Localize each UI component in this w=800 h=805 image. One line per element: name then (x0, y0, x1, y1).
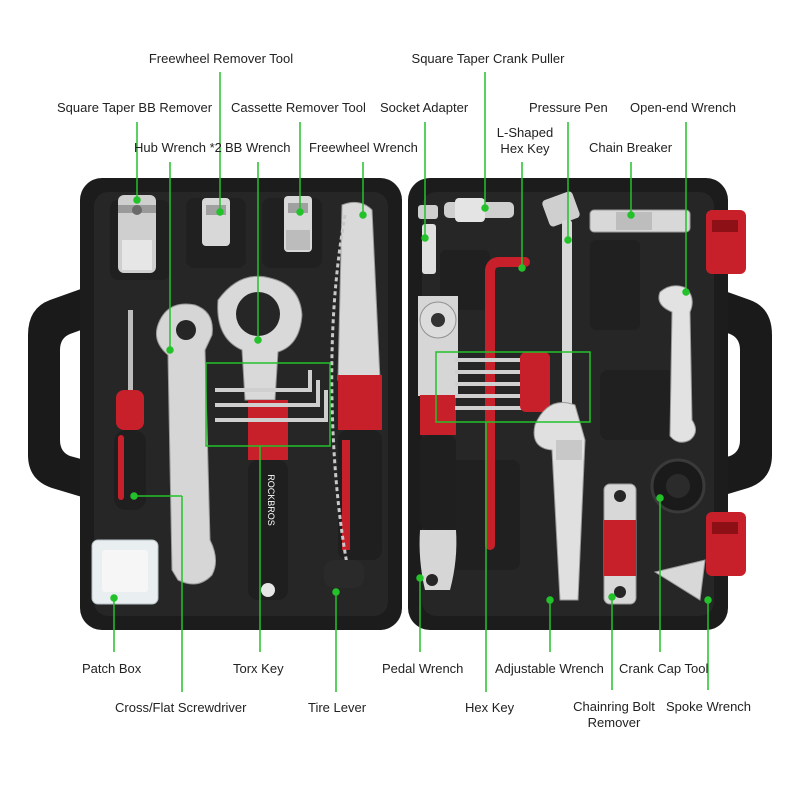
spoke-wrench (653, 559, 706, 601)
label-adjustable-wrench: Adjustable Wrench (495, 661, 604, 676)
l-shaped-hex-key (485, 257, 530, 550)
label-cassette-remover: Cassette Remover Tool (231, 100, 366, 115)
label-chain-breaker: Chain Breaker (589, 140, 673, 155)
label-chainring-bolt-remover: Chainring Bolt Remover (573, 699, 655, 731)
label-square-taper-crank-puller: Square Taper Crank Puller (411, 51, 565, 66)
label-cross-flat-screwdriver: Cross/Flat Screwdriver (115, 700, 247, 715)
label-pressure-pen: Pressure Pen (529, 100, 608, 115)
open-end-wrench (658, 285, 696, 443)
torx-key-set (215, 370, 328, 422)
label-hex-key: Hex Key (465, 700, 515, 715)
chainring-bolt-remover (603, 483, 637, 605)
brand-mark: ROCKBROS (266, 474, 276, 526)
label-l-shaped-hex-key: L-Shaped Hex Key (497, 125, 553, 157)
square-taper-crank-puller (444, 198, 514, 222)
adjustable-wrench (533, 402, 586, 601)
label-hub-wrench: Hub Wrench *2 (134, 140, 222, 155)
cassette-remover (284, 196, 312, 252)
freewheel-remover (202, 198, 230, 246)
label-chainring-line1: Chainring Bolt (573, 699, 655, 714)
chain-whip (330, 214, 352, 581)
cross-flat-screwdriver (114, 310, 146, 510)
callout-lines (110, 72, 712, 692)
label-pedal-wrench: Pedal Wrench (382, 661, 464, 676)
left-handle (28, 285, 92, 500)
right-handle (708, 285, 772, 500)
tire-lever (324, 560, 364, 588)
pressure-pen (542, 191, 580, 420)
torx-highlight-box (205, 362, 331, 447)
label-l-shaped-line2: Hex Key (500, 141, 550, 156)
label-spoke-wrench: Spoke Wrench (666, 699, 752, 714)
freewheel-wrench (337, 201, 382, 560)
label-square-taper-bb-remover: Square Taper BB Remover (57, 100, 213, 115)
label-torx-key: Torx Key (233, 661, 284, 676)
hex-key-holder (520, 352, 550, 412)
label-chainring-line2: Remover (587, 715, 641, 730)
label-tire-lever: Tire Lever (308, 700, 367, 715)
crank-cap-tool (650, 458, 706, 514)
pedal-wrench (418, 296, 458, 590)
label-open-end-wrench: Open-end Wrench (630, 100, 736, 115)
label-freewheel-wrench: Freewheel Wrench (309, 140, 418, 155)
label-socket-adapter: Socket Adapter (380, 100, 469, 115)
label-bb-wrench: BB Wrench (225, 140, 291, 155)
patch-box (91, 539, 159, 605)
latch-top (706, 210, 746, 274)
chain-breaker (589, 209, 691, 233)
latch-bottom (706, 512, 746, 576)
label-patch-box: Patch Box (82, 661, 142, 676)
label-crank-cap-tool: Crank Cap Tool (619, 661, 709, 676)
label-l-shaped-line1: L-Shaped (496, 125, 554, 140)
hub-wrench (155, 303, 216, 585)
label-freewheel-remover: Freewheel Remover Tool (148, 51, 294, 66)
square-taper-bb-remover (118, 195, 156, 273)
hex-key-highlight-box (435, 351, 591, 423)
